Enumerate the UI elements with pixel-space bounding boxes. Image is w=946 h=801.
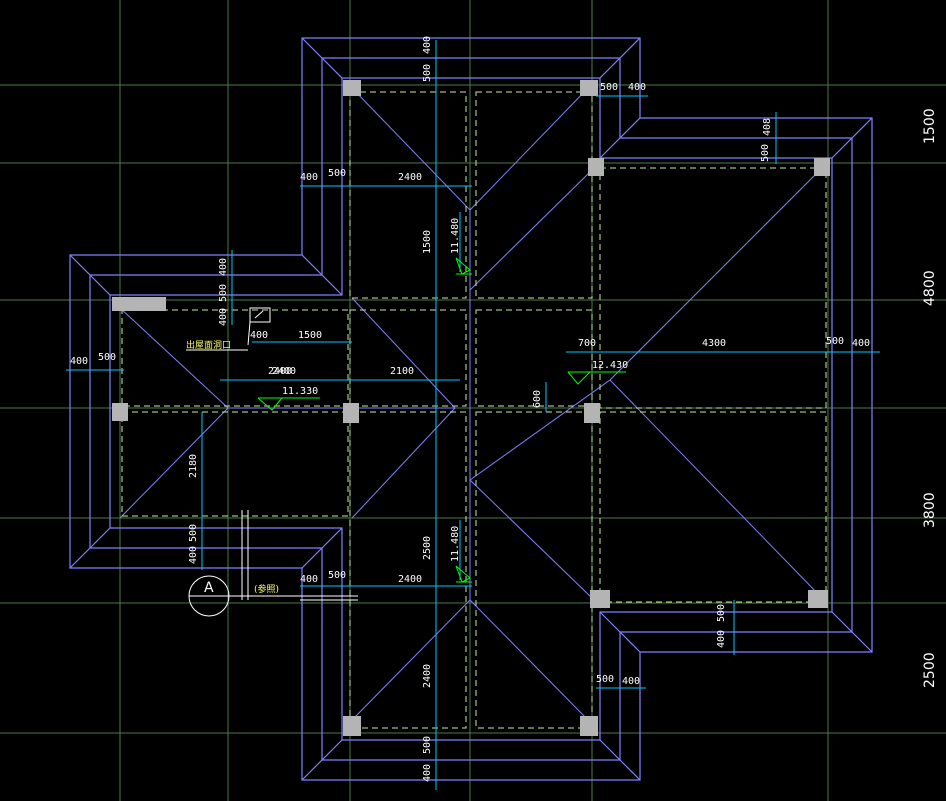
- dim-label: 400: [628, 82, 646, 93]
- dimension-lines: [66, 40, 880, 790]
- dimension-labels: 400 500 2400 1500 500 400 408 500 400 50…: [70, 36, 870, 782]
- dim-label: 700: [578, 338, 596, 349]
- opening-note: 出屋面洞口: [186, 339, 231, 351]
- beam-dashed-lines: [121, 91, 827, 729]
- axis-dim-label: 4800: [922, 270, 938, 306]
- dim-label: 500: [760, 144, 771, 162]
- dim-label: 2400: [272, 366, 296, 377]
- dim-label: 2500: [422, 536, 433, 560]
- dim-label: 500: [328, 168, 346, 179]
- dim-label: 400: [422, 36, 433, 54]
- dim-label: 500: [328, 570, 346, 581]
- dim-label: 400: [422, 764, 433, 782]
- dim-label: 1500: [298, 330, 322, 341]
- level-label: 11.330: [282, 386, 318, 397]
- dim-label: 500: [422, 64, 433, 82]
- dim-label: 2400: [268, 366, 292, 377]
- dim-label: 1500: [422, 230, 433, 254]
- columns: [112, 80, 830, 736]
- dim-label: 2400: [398, 172, 422, 183]
- axis-dim-label: 2500: [922, 652, 938, 688]
- section-symbol: [188, 510, 358, 617]
- dim-label: 400: [218, 258, 229, 276]
- roof-outline: [69, 37, 873, 781]
- dim-label: 400: [70, 356, 88, 367]
- dim-label: 400: [250, 330, 268, 341]
- dim-label: 500: [422, 736, 433, 754]
- dim-label: 400: [218, 308, 229, 326]
- dim-label: 2180: [188, 454, 199, 478]
- dim-label: 400: [622, 676, 640, 687]
- dim-label: 600: [532, 390, 543, 408]
- dim-label: 500: [188, 524, 199, 542]
- right-axis-labels: 1500 4800 3800 2500: [922, 108, 938, 688]
- dim-label: 400: [300, 172, 318, 183]
- roof-ridges: [119, 87, 823, 721]
- level-label: 11.480: [450, 218, 461, 254]
- dim-label: 500: [98, 352, 116, 363]
- level-labels: 11.480 11.330 12.430 11.480: [282, 218, 628, 562]
- dim-label: 400: [300, 574, 318, 585]
- level-label: 11.480: [450, 526, 461, 562]
- opening-marker: [186, 307, 271, 351]
- dim-label: 500: [218, 284, 229, 302]
- dim-label: 500: [826, 336, 844, 347]
- level-label: 12.430: [592, 360, 628, 371]
- dim-label: 400: [716, 630, 727, 648]
- axis-dim-label: 3800: [922, 492, 938, 528]
- section-note: (参照): [254, 583, 279, 595]
- dim-label: 500: [600, 82, 618, 93]
- dim-label: 2400: [398, 574, 422, 585]
- dim-label: 500: [716, 604, 727, 622]
- dim-label: 2400: [422, 664, 433, 688]
- section-mark: A: [204, 580, 214, 596]
- dim-label: 4300: [702, 338, 726, 349]
- level-markers: [257, 257, 626, 583]
- axis-dim-label: 1500: [922, 108, 938, 144]
- dim-label: 500: [596, 674, 614, 685]
- dim-label: 400: [188, 546, 199, 564]
- dim-label: 2100: [390, 366, 414, 377]
- dim-label: 408: [762, 118, 773, 136]
- dim-label: 400: [852, 338, 870, 349]
